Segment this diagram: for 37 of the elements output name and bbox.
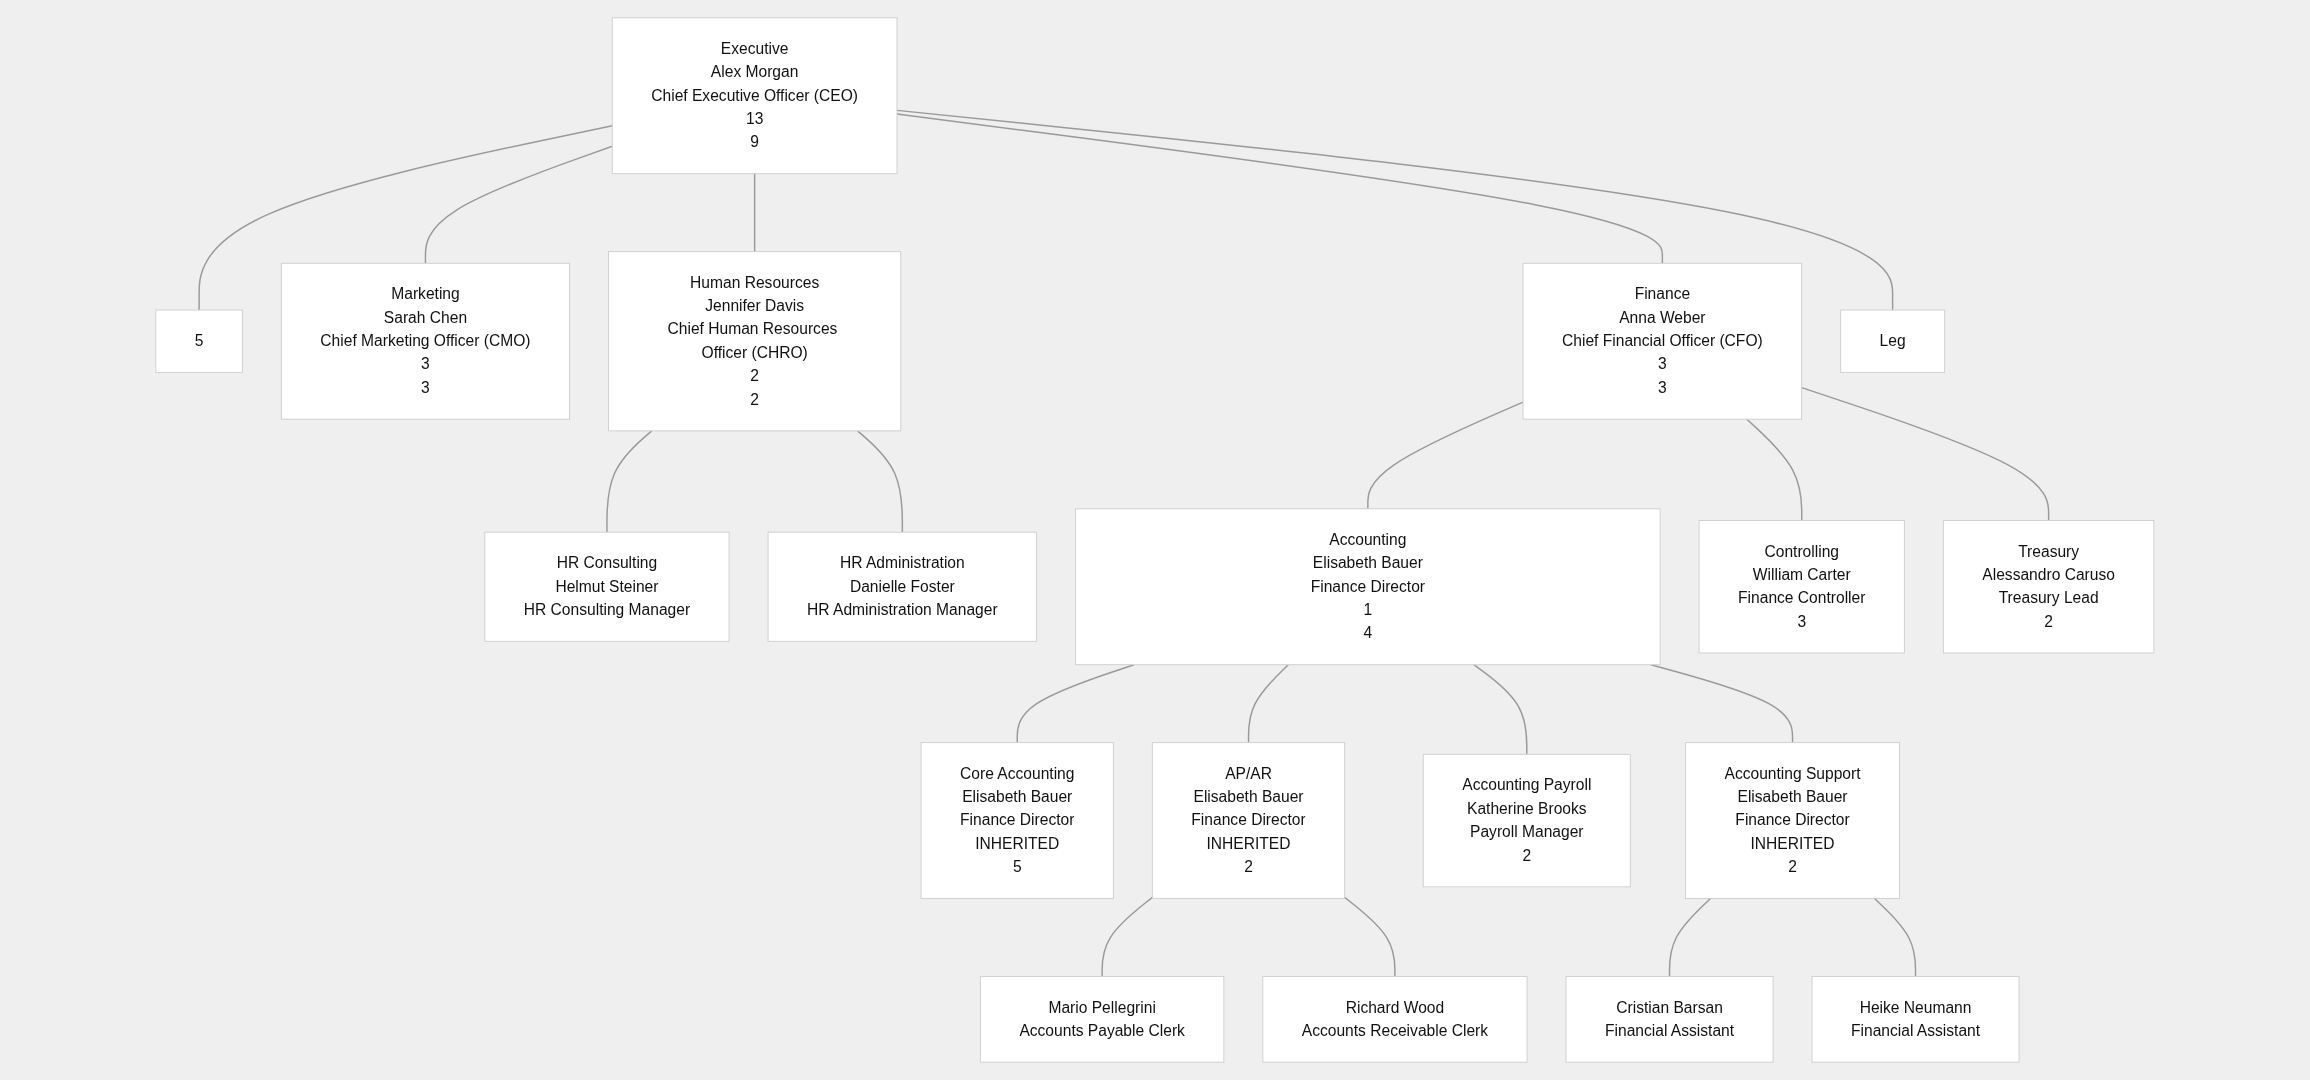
connector	[857, 430, 904, 533]
connector	[424, 145, 614, 265]
connector	[896, 109, 1894, 311]
connector	[1016, 663, 1135, 744]
connector	[606, 430, 653, 533]
connector	[896, 113, 1664, 265]
connector	[1101, 896, 1154, 978]
connector	[1473, 663, 1528, 756]
node-box: HR Administration Danielle Foster HR Administration Manager	[767, 531, 1038, 642]
connector	[198, 124, 614, 311]
node-box: Core Accounting Elisabeth Bauer Finance Director INHERITED 5	[920, 742, 1115, 899]
node-box: Mario Pellegrini Accounts Payable Clerk	[980, 975, 1225, 1063]
node-box: Controlling William Carter Finance Controller 3	[1698, 520, 1906, 654]
node-box: Leg	[1840, 309, 1946, 373]
node-box: AP/AR Elisabeth Bauer Finance Director INHERITED 2	[1152, 742, 1346, 899]
node-box: Treasury Alessandro Caruso Treasury Lead 2	[1943, 520, 2155, 654]
node-box: Accounting Support Elisabeth Bauer Finance Director INHERITED 2	[1685, 742, 1901, 899]
node-box: Accounting Elisabeth Bauer Finance Director 1 4	[1075, 508, 1661, 666]
connector	[1801, 386, 2050, 522]
node-box: Cristian Barsan Financial Assistant	[1565, 975, 1774, 1063]
connector	[754, 172, 756, 253]
node-box: HR Consulting Helmut Steiner HR Consulting Manager	[484, 531, 730, 642]
connector	[1650, 663, 1794, 744]
node-box: Heike Neumann Financial Assistant	[1811, 975, 2020, 1063]
connector	[1746, 418, 1803, 522]
node-box: Marketing Sarah Chen Chief Marketing Officer (CMO) 3 3	[281, 262, 571, 420]
node-box: Richard Wood Accounts Receivable Clerk	[1262, 975, 1528, 1063]
node-box: 5	[155, 309, 244, 373]
node-box: Executive Alex Morgan Chief Executive Officer (CEO) 13 9	[611, 17, 898, 175]
node-box: Human Resources Jennifer Davis Chief Human Resources Officer (CHRO) 2 2	[608, 251, 902, 432]
node-box: Finance Anna Weber Chief Financial Officer (CFO) 3 3	[1522, 262, 1803, 420]
connector	[1247, 663, 1290, 744]
node-box: Accounting Payroll Katherine Brooks Payroll Manager 2	[1422, 753, 1631, 888]
connector	[1873, 897, 1917, 978]
connector	[1344, 896, 1396, 978]
connector	[1367, 401, 1524, 510]
connector	[1668, 897, 1712, 978]
